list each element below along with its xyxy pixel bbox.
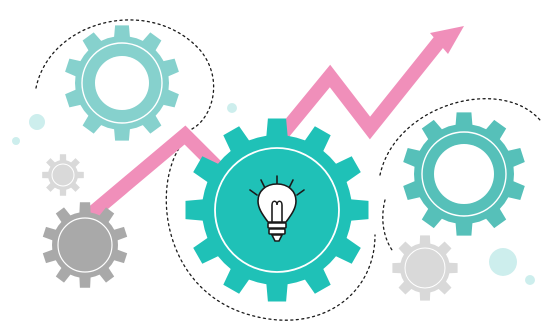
gear-icon: [65, 25, 179, 141]
dotted-orbit-top-left: [35, 19, 215, 131]
bulb-base: [267, 222, 287, 229]
arrow-head: [430, 26, 464, 54]
bulb-ray: [249, 189, 258, 196]
gear-ring: [421, 131, 507, 217]
bulb-filament: [271, 200, 283, 222]
gear-body: [392, 235, 458, 301]
decorative-dot: [525, 275, 535, 285]
bulb-tip: [270, 234, 284, 242]
decorative-dot: [29, 114, 45, 130]
dotted-orbit-right: [379, 98, 541, 251]
gear-body: [42, 154, 84, 196]
decorative-dot: [489, 248, 517, 276]
bulb-base: [268, 228, 286, 235]
gear-ring: [404, 247, 446, 289]
gear-hole: [95, 56, 149, 110]
gear-body: [42, 202, 128, 288]
gear-hole: [434, 144, 494, 204]
decorative-dot: [227, 103, 237, 113]
gear-icon: [403, 112, 525, 236]
gear-ring: [51, 163, 75, 187]
gear-ring: [57, 217, 113, 273]
gear-ring: [214, 147, 340, 273]
decorative-dot: [12, 137, 20, 145]
bulb-ray: [260, 179, 266, 189]
bulb-ray: [296, 189, 305, 196]
gear-icon: [42, 154, 84, 196]
gear-icon: [392, 235, 458, 301]
bulb-ray: [288, 179, 294, 189]
gear-icon: [42, 202, 128, 288]
gear-ring: [81, 42, 163, 124]
lightbulb-icon: [249, 175, 305, 242]
dotted-orbit-center: [165, 139, 376, 321]
